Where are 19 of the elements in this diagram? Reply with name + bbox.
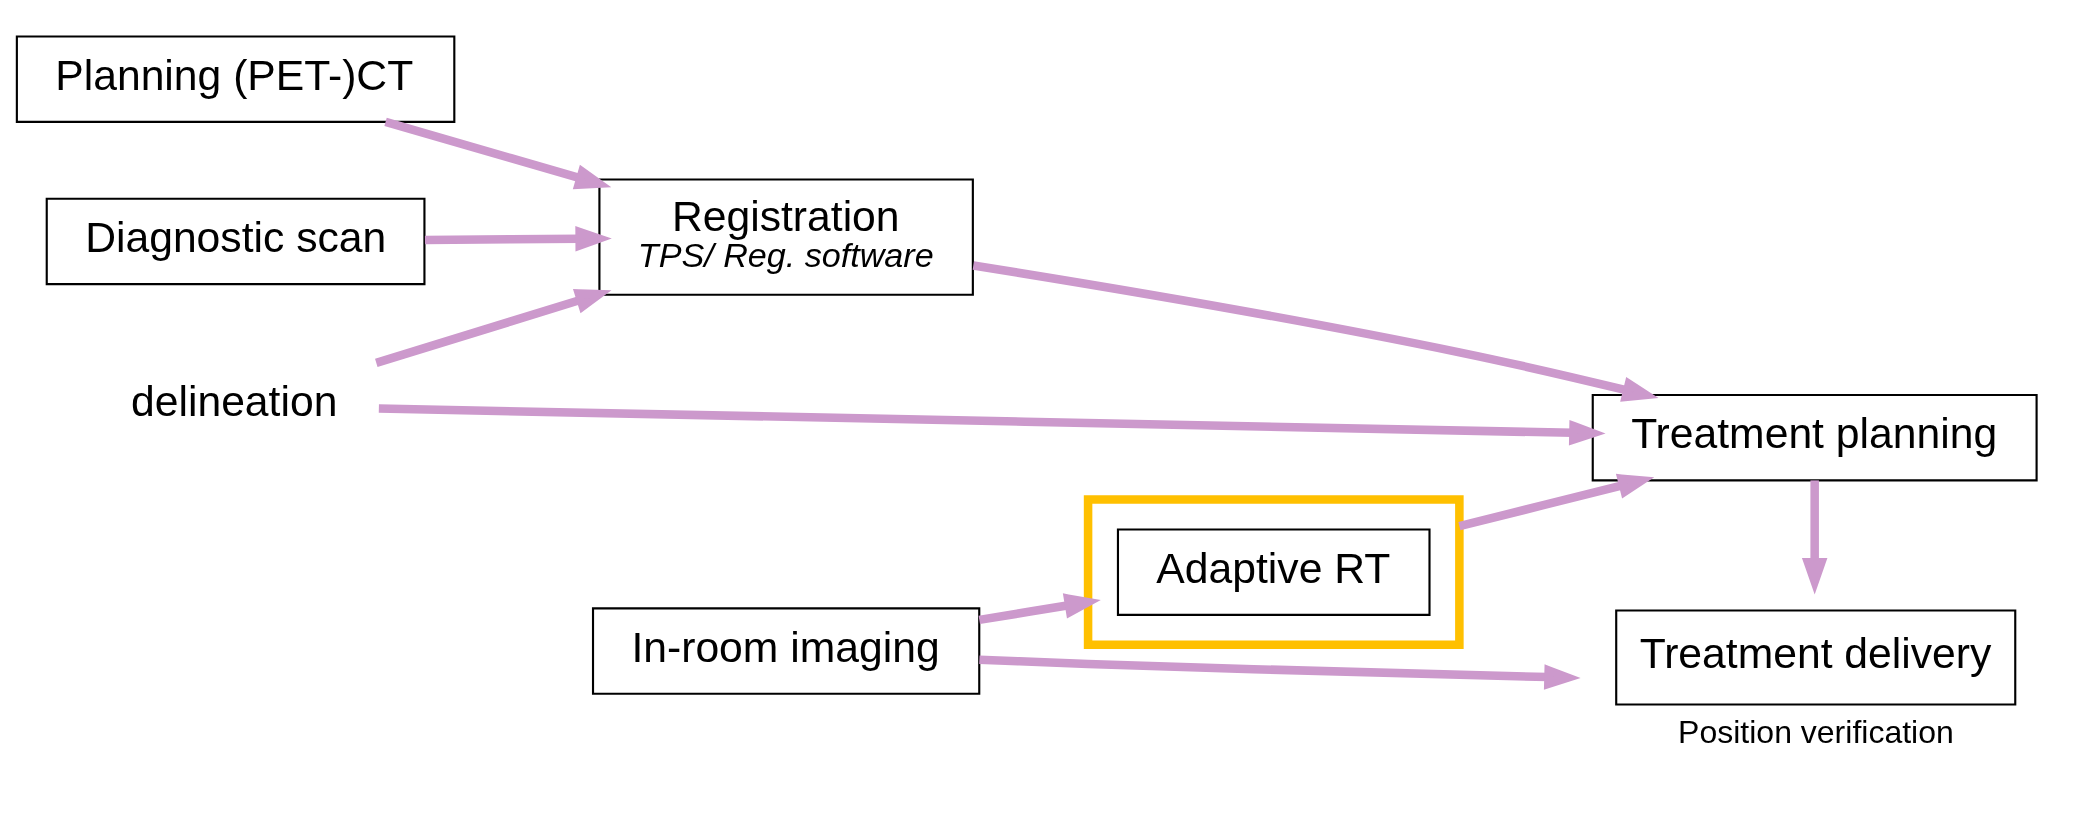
arrow [978, 593, 1101, 625]
arrow [384, 117, 612, 190]
node-box: Treatment planning [1591, 393, 2038, 482]
arrow [424, 226, 612, 252]
arrow [979, 655, 1581, 690]
node-label: Position verification [1678, 713, 1954, 750]
arrow [972, 261, 1659, 402]
node-box: In-room imaging [591, 607, 981, 695]
node-box: Planning (PET-)CT [15, 35, 456, 123]
node-box: Registration TPS/ Reg. software [598, 178, 974, 296]
arrow [375, 288, 612, 367]
arrow [1801, 480, 1828, 595]
cluster [1083, 495, 1464, 649]
node-box: Adaptive RT [1116, 528, 1431, 616]
node-box: Diagnostic scan [45, 197, 426, 286]
node-text: delineation [131, 377, 338, 426]
arrow [1458, 473, 1655, 531]
node-box: Treatment delivery [1615, 609, 2017, 706]
arrow [378, 404, 1606, 446]
